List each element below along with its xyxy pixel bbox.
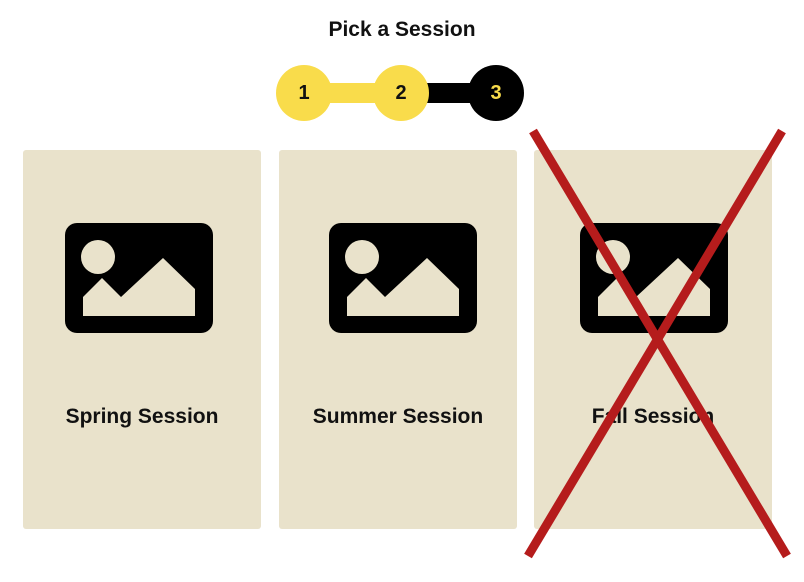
session-card-label: Spring Session <box>65 405 219 428</box>
session-card-fall[interactable]: Fall Session <box>534 150 772 529</box>
image-placeholder-icon <box>65 223 213 333</box>
step-1-label: 1 <box>298 81 310 104</box>
step-2[interactable]: 2 <box>373 65 429 121</box>
session-card-summer[interactable]: Summer Session <box>279 150 517 529</box>
session-card-label: Summer Session <box>312 405 484 428</box>
progress-stepper: 1 2 3 <box>276 65 524 121</box>
image-placeholder-icon <box>580 223 728 333</box>
session-card-spring[interactable]: Spring Session <box>23 150 261 529</box>
step-1[interactable]: 1 <box>276 65 332 121</box>
image-placeholder-icon <box>329 223 477 333</box>
page-title: Pick a Session <box>328 18 476 41</box>
step-3[interactable]: 3 <box>468 65 524 121</box>
step-2-label: 2 <box>395 81 407 104</box>
step-3-label: 3 <box>490 81 502 104</box>
session-card-label: Fall Session <box>591 405 715 428</box>
